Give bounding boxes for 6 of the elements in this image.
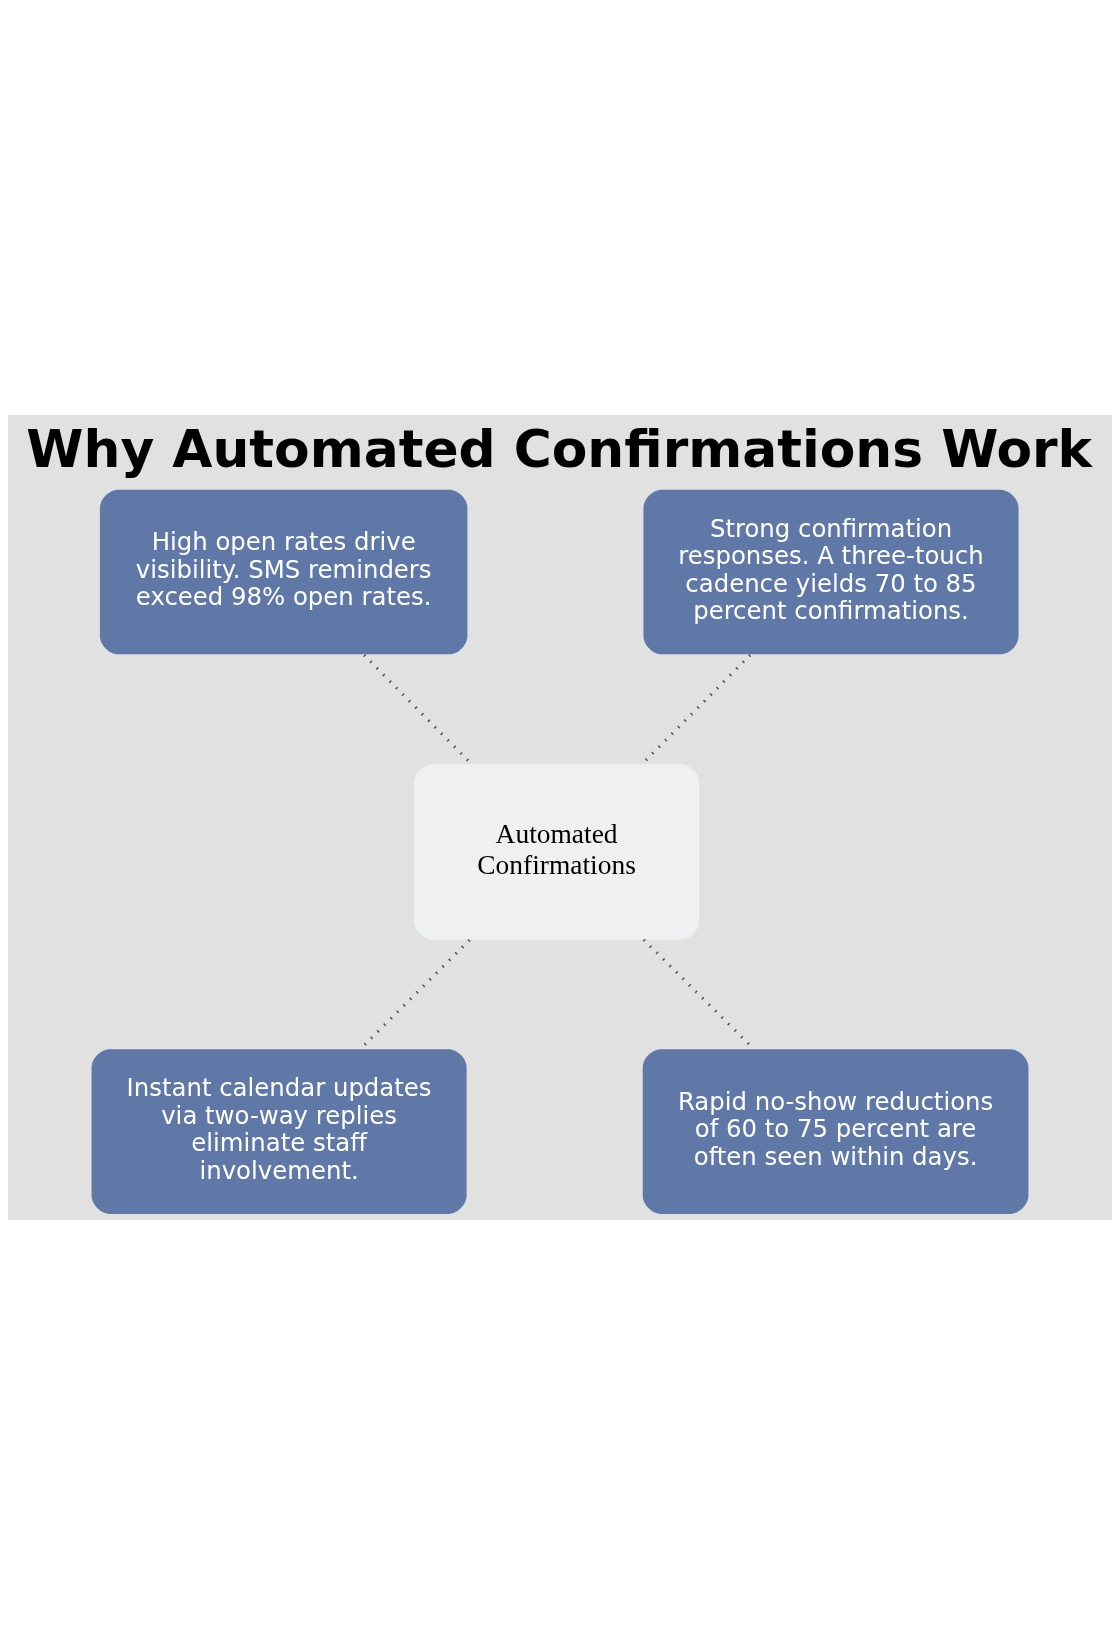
node-box: Strong confirmation responses. A three-touch cadence yields 70 to 85 percent confirmations.: [643, 489, 1019, 654]
node-box: Instant calendar updates via two-way replies eliminate staff involvement.: [91, 1048, 467, 1214]
node-box: Automated Confirmations: [414, 763, 700, 939]
node-box: Rapid no-show reductions of 60 to 75 percent are often seen within days.: [642, 1048, 1029, 1214]
node-box: High open rates drive visibility. SMS reminders exceed 98% open rates.: [99, 489, 468, 654]
diagram-title: Why Automated Confirmations Work: [26, 418, 1093, 479]
